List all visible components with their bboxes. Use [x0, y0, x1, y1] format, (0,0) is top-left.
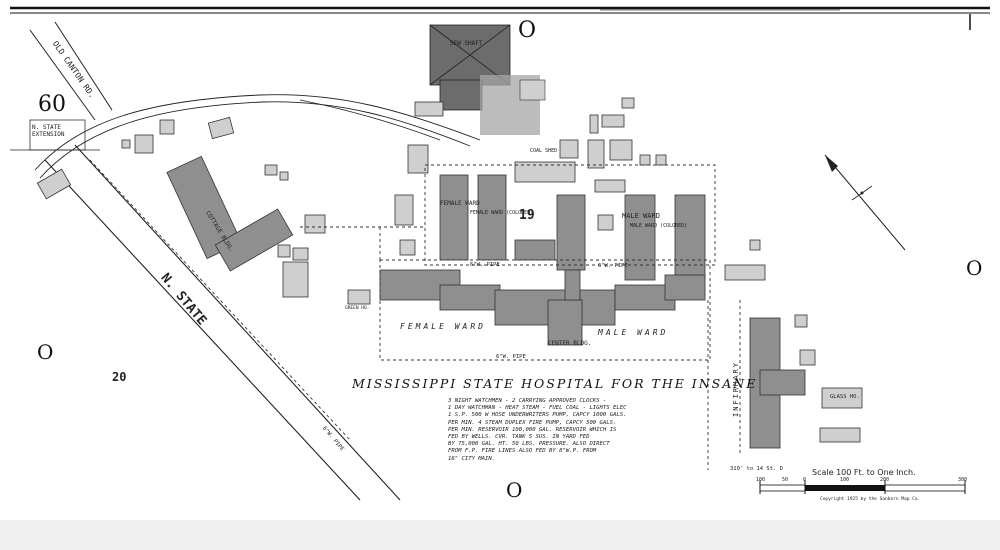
ward-block-annex — [514, 239, 556, 261]
note-line: BY 75,000 GAL. HT. 50 LBS. PRESSURE. ALS… — [448, 441, 610, 448]
scale-tick-label: 200 — [880, 477, 890, 483]
building-small — [292, 247, 309, 261]
building-small — [724, 264, 766, 281]
building-small — [414, 101, 444, 117]
building-small — [559, 139, 579, 159]
building-small — [277, 244, 291, 258]
old-canton-road-edge-2 — [54, 21, 113, 111]
note-line: PER MIN. RESERVOIR 100,000 GAL. RESERVOI… — [448, 426, 617, 433]
note-line: 16" CITY MAIN. — [448, 455, 496, 462]
ward-block — [556, 194, 586, 271]
label-female-ward-wing: FEMALE WARD — [400, 322, 486, 331]
n-state-street-edge-1 — [44, 159, 361, 501]
building-small — [639, 154, 651, 166]
block-zero-left: O — [37, 340, 54, 364]
note-line: 1 S.P. 500 W HOSE UNDERWRITERS PUMP, CAP… — [448, 412, 627, 419]
infirmary-building — [749, 314, 816, 449]
sew-shaft-building — [429, 24, 546, 135]
copyright-notice: Copyright 1925 by the Sanborn Map Co. — [820, 497, 921, 502]
note-line: 3 NIGHT WATCHMEN - 2 CARRYING APPROVED C… — [448, 398, 607, 404]
glass-house — [821, 387, 863, 409]
n-state-street-centerline — [89, 159, 351, 441]
label-male-ward: MALE WARD — [622, 212, 660, 220]
label-infirmary: INFIRMARY — [731, 361, 740, 417]
north-arrow-icon — [824, 154, 906, 251]
building-small — [407, 144, 429, 174]
building-small — [282, 261, 309, 298]
building-small — [207, 116, 235, 140]
street-label-n-state-extension: N. STATE EXTENSION — [32, 124, 65, 138]
railroad-spur — [299, 99, 441, 141]
building-small — [279, 171, 289, 181]
block-number-19: 19 — [519, 208, 535, 223]
building-small — [399, 239, 416, 256]
building-small — [819, 427, 861, 443]
label-green-ho: GREEN HO. — [345, 306, 370, 311]
building-small — [587, 139, 605, 169]
building-small — [121, 139, 131, 149]
building-small — [589, 114, 599, 134]
coal-shed — [514, 161, 576, 183]
main-hospital-building — [379, 269, 706, 346]
building-small — [159, 119, 175, 135]
fire-protection-notes: 3 NIGHT WATCHMEN - 2 CARRYING APPROVED C… — [448, 398, 718, 463]
building-small — [594, 179, 626, 193]
scale-label: Scale 100 Ft. to One Inch. — [812, 468, 916, 477]
building-small — [264, 164, 278, 176]
block-number-20: 20 — [112, 370, 127, 384]
label-pipe: 6"W. PIPE — [470, 262, 500, 268]
note-line: PER MIN. 4 STEAM DUPLEX FIRE PUMP, CAPCY… — [448, 419, 617, 426]
female-ward-building — [439, 174, 469, 261]
building-small — [621, 97, 635, 109]
scale-tick-label: 300 — [958, 477, 968, 483]
building-small — [655, 154, 667, 166]
scale-tick-label: 50 — [782, 477, 789, 483]
building-small — [304, 214, 326, 234]
note-line: FROM F.P. FIRE LINES ALSO FED BY 8"W.P. … — [448, 448, 597, 455]
label-coal-shed: COAL SHED — [530, 148, 558, 154]
railroad-track-2 — [39, 101, 471, 179]
label-male-ward-colored: MALE WARD (COLORED) — [630, 223, 688, 229]
green-ho-building — [347, 289, 371, 305]
building-small — [749, 239, 761, 251]
female-ward-colored-building — [477, 174, 507, 261]
block-zero-top: O — [518, 18, 537, 43]
building-small — [601, 114, 625, 128]
old-canton-road-edge-1 — [29, 29, 96, 121]
block-number-60: 60 — [38, 92, 66, 117]
distance-note: 310' to 14 St. D — [730, 466, 783, 472]
note-line: 1 DAY WATCHMAN - HEAT STEAM - FUEL COAL … — [448, 405, 627, 412]
label-sew-shaft: SEW SHAFT — [450, 40, 483, 47]
scale-tick-label: 0 — [803, 477, 807, 483]
block-zero-right: O — [966, 256, 983, 280]
hospital-grounds-boundary — [379, 259, 711, 361]
hospital-inner-boundary — [424, 164, 716, 266]
scan-bottom-edge — [0, 520, 1000, 550]
label-female-ward-colored: FEMALE WARD (COLORED) — [470, 210, 534, 216]
map-title: MISSISSIPPI STATE HOSPITAL FOR THE INSAN… — [352, 376, 758, 391]
n-state-street-edge-2 — [74, 144, 401, 501]
label-pipe: 6"W. PIPE — [496, 354, 526, 360]
building-small — [394, 194, 414, 226]
cottage-building — [166, 155, 294, 272]
label-female-ward: FEMALE WARD — [440, 200, 480, 207]
label-center-bldg: CENTER BLDG. — [548, 340, 592, 347]
scale-tick-label: 100 — [756, 477, 766, 483]
note-line: FED BY WELLS. CVR. TANK 5 SUS. IN YARD F… — [448, 434, 590, 441]
scale-tick-label: 100 — [840, 477, 850, 483]
building-small — [36, 168, 72, 200]
label-pipe: 6"W. PIPE — [598, 263, 628, 269]
block-zero-bottom: O — [506, 478, 523, 502]
building-small — [597, 214, 614, 231]
label-male-ward-wing: MALE WARD — [598, 328, 669, 337]
male-ward-colored-building — [674, 194, 706, 281]
label-glass-ho: GLASS HO. — [830, 394, 860, 400]
scale-bar — [759, 480, 966, 494]
building-small — [134, 134, 154, 154]
male-ward-building — [624, 194, 656, 281]
building-small — [609, 139, 633, 161]
